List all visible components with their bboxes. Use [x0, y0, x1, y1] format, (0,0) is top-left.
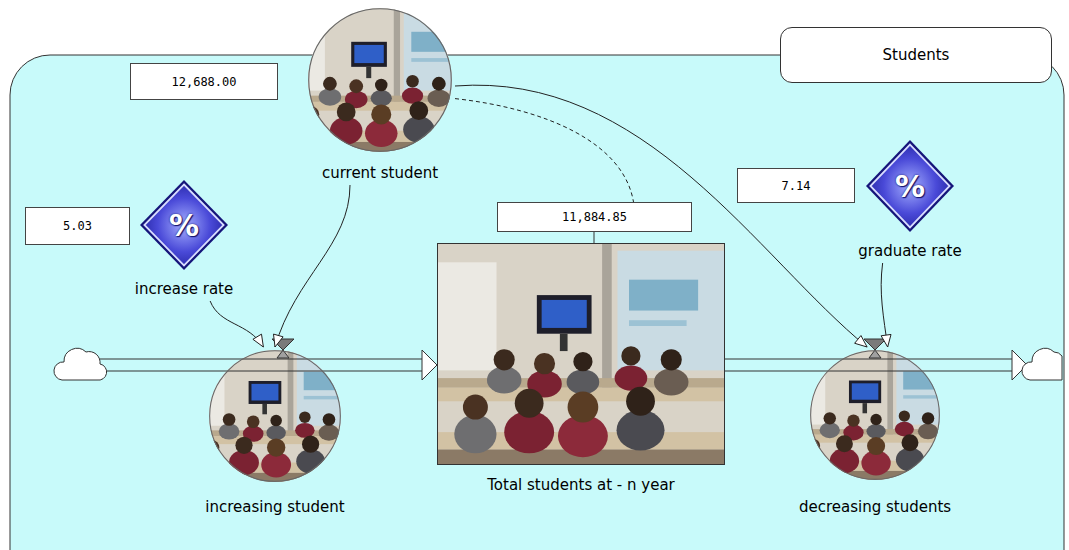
circle-outline: [309, 9, 452, 152]
node-text: 11,884.85: [562, 210, 627, 224]
flow-rate-circle: increasing student: [209, 350, 341, 482]
arrow-head: [253, 334, 263, 347]
auxiliary-circle: current student: [308, 8, 452, 152]
node-label: decreasing students: [799, 498, 951, 516]
value-box: 11,884.85: [497, 202, 692, 232]
information-link: [210, 301, 263, 347]
percent-symbol: %: [895, 169, 925, 204]
module-label: Students: [780, 27, 1052, 83]
diamond-fill: [144, 185, 223, 266]
node-label: graduate rate: [858, 242, 961, 260]
diamond-fill: [870, 145, 949, 228]
information-link: [455, 85, 867, 347]
circle-outline: [308, 8, 452, 152]
circle-outline: [811, 351, 940, 480]
flow-rate-circle: decreasing students: [810, 350, 940, 480]
flow-valve: [864, 339, 886, 358]
value-box: 7.14: [737, 168, 855, 203]
node-label: current student: [322, 164, 438, 182]
circle-outline: [209, 350, 341, 482]
link-line: [455, 99, 634, 202]
dashed-link: [455, 99, 634, 202]
arrow-head: [273, 334, 283, 347]
percent-symbol: %: [169, 208, 199, 243]
node-text: 7.14: [782, 179, 811, 193]
node-text: 5.03: [63, 219, 92, 233]
arrow-head: [881, 334, 891, 347]
classroom-photo: [286, 8, 474, 152]
link-line: [455, 85, 867, 347]
constant-diamond: %increase rate: [140, 180, 228, 270]
node-label: increasing student: [205, 498, 344, 516]
node-label: increase rate: [135, 280, 233, 298]
value-tick: [594, 232, 595, 243]
sink-cloud: [1022, 348, 1062, 380]
node-text: Students: [883, 46, 950, 64]
outflow-pipe: [725, 350, 1027, 380]
node-label: Total students at - n year: [487, 476, 675, 494]
link-line: [210, 301, 263, 347]
link-line: [275, 185, 350, 347]
value-box: 5.03: [25, 207, 130, 245]
information-link: [881, 263, 891, 347]
diamond-rim: [140, 180, 228, 270]
inflow-pipe: [98, 350, 437, 380]
stock-box: Total students at - n year: [437, 243, 725, 465]
classroom-photo: [189, 350, 361, 482]
link-line: [881, 263, 887, 347]
classroom-photo: [790, 350, 960, 480]
circle-outline: [810, 350, 940, 480]
classroom-photo: [437, 243, 725, 465]
node-text: 12,688.00: [171, 75, 236, 89]
source-cloud: [54, 348, 107, 380]
constant-diamond: %graduate rate: [866, 140, 954, 232]
arrow-head: [855, 336, 867, 347]
circle-outline: [210, 351, 341, 482]
value-box: 12,688.00: [130, 63, 278, 100]
diamond-rim: [866, 140, 954, 232]
module-band: [10, 55, 1064, 550]
information-link: [273, 185, 350, 347]
